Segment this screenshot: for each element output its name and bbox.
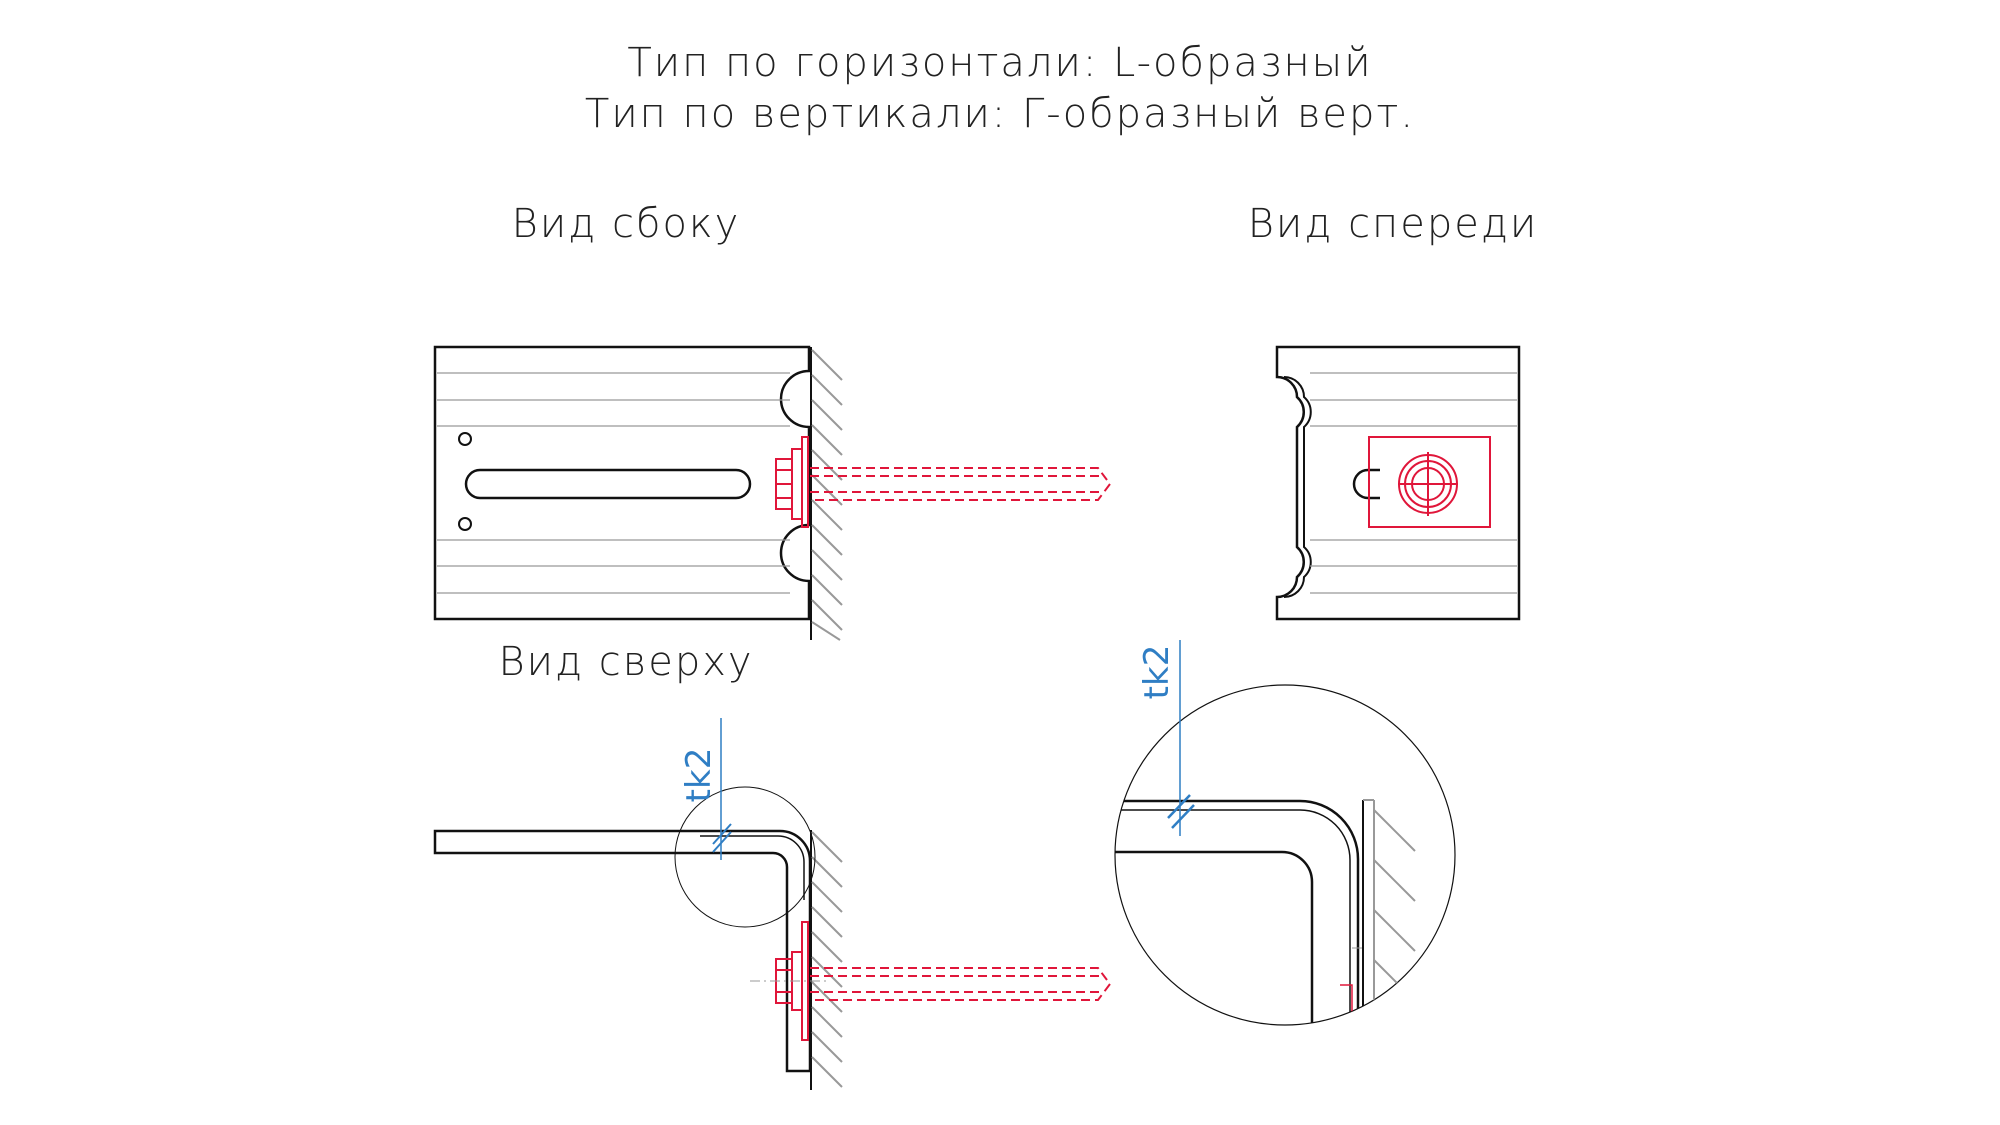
top-thickness-tick-2 [712, 831, 732, 853]
top-detail-marker [674, 786, 816, 928]
detail-bracket-mid [1115, 809, 1351, 1025]
front-view [1275, 345, 1521, 621]
detail-bracket-inner [1115, 850, 1314, 1025]
detail-thickness-tick-2 [1171, 804, 1195, 829]
side-rib-lines [437, 372, 790, 594]
top-wall-hatch [811, 831, 843, 1088]
detail-wall-hatch [1373, 809, 1416, 1002]
top-thickness-tick-1 [712, 823, 732, 845]
detail-thickness-tick-1 [1167, 794, 1191, 819]
title-line-2: Тип по вертикали: Г-образный верт. [585, 91, 1415, 137]
top-fastener [775, 921, 1112, 1041]
detail-bracket-outer [1115, 799, 1360, 1025]
front-bracket-outline [1275, 345, 1521, 621]
title-line-1: Тип по горизонтали: L-образный [627, 40, 1372, 86]
front-bracket-inner [1283, 376, 1312, 598]
front-rib-lines [1310, 372, 1517, 594]
front-slot-end [1352, 468, 1380, 500]
side-view-label: Вид сбоку [512, 201, 741, 247]
front-view-label: Вид спереди [1248, 201, 1539, 247]
top-view-label: Вид сверху [498, 639, 753, 685]
side-hole-top [458, 432, 472, 446]
side-fastener [775, 436, 1112, 528]
top-view: tk2 [433, 718, 1112, 1090]
side-hole-bottom [458, 517, 472, 531]
side-bracket-outline [433, 345, 811, 621]
detail-view: tk2 [1114, 640, 1456, 1026]
front-washer-and-bolt [1368, 436, 1491, 528]
side-view [433, 345, 1112, 641]
detail-circle [1114, 684, 1456, 1026]
top-bracket-profile [433, 829, 812, 1073]
detail-thickness-label: tk2 [1137, 645, 1177, 700]
side-wall-hatch [811, 349, 843, 641]
side-slot [464, 468, 752, 500]
top-bracket-inner-line [700, 835, 805, 900]
top-thickness-label: tk2 [679, 748, 719, 803]
